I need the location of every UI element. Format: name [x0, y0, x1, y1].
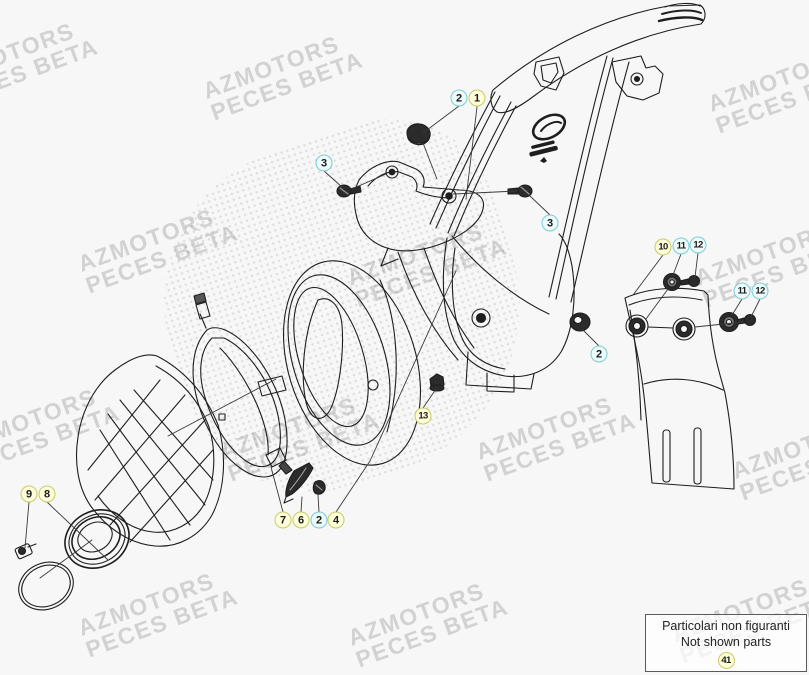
airbox-cover-outline: [282, 260, 422, 466]
callout-12[interactable]: 12: [689, 236, 707, 254]
callout-8[interactable]: 8: [38, 485, 56, 503]
callout-11[interactable]: 11: [672, 237, 690, 255]
callout-2[interactable]: 2: [590, 345, 608, 363]
callout-2[interactable]: 2: [310, 511, 328, 529]
not-shown-parts-box: Particolari non figuranti Not shown part…: [645, 614, 807, 672]
side-panel-outline: [624, 287, 735, 490]
callout-3[interactable]: 3: [541, 214, 559, 232]
callout-3[interactable]: 3: [315, 154, 333, 172]
callout-11[interactable]: 11: [733, 282, 751, 300]
air-filter-outline: [64, 354, 225, 569]
front-bracket-outline: [353, 160, 485, 267]
callout-13[interactable]: 13: [414, 407, 432, 425]
filter-cage-outline: [192, 292, 293, 478]
callout-7[interactable]: 7: [274, 511, 292, 529]
callout-41[interactable]: 41: [717, 652, 735, 670]
not-shown-parts-line-it: Particolari non figuranti: [662, 619, 790, 633]
subframe-airbox-outline: [397, 2, 706, 393]
hardware-parts: [283, 123, 757, 504]
not-shown-parts-line-en: Not shown parts: [680, 635, 772, 650]
callout-2[interactable]: 2: [450, 89, 468, 107]
callout-1[interactable]: 1: [468, 89, 486, 107]
leader-lines: [24, 105, 761, 579]
callout-9[interactable]: 9: [20, 485, 38, 503]
hose-clamp-outline: [14, 543, 74, 611]
callout-12[interactable]: 12: [751, 282, 769, 300]
callout-6[interactable]: 6: [292, 511, 310, 529]
callout-10[interactable]: 10: [654, 238, 672, 256]
callout-4[interactable]: 4: [327, 511, 345, 529]
beta-logo-sticker: [529, 113, 567, 163]
